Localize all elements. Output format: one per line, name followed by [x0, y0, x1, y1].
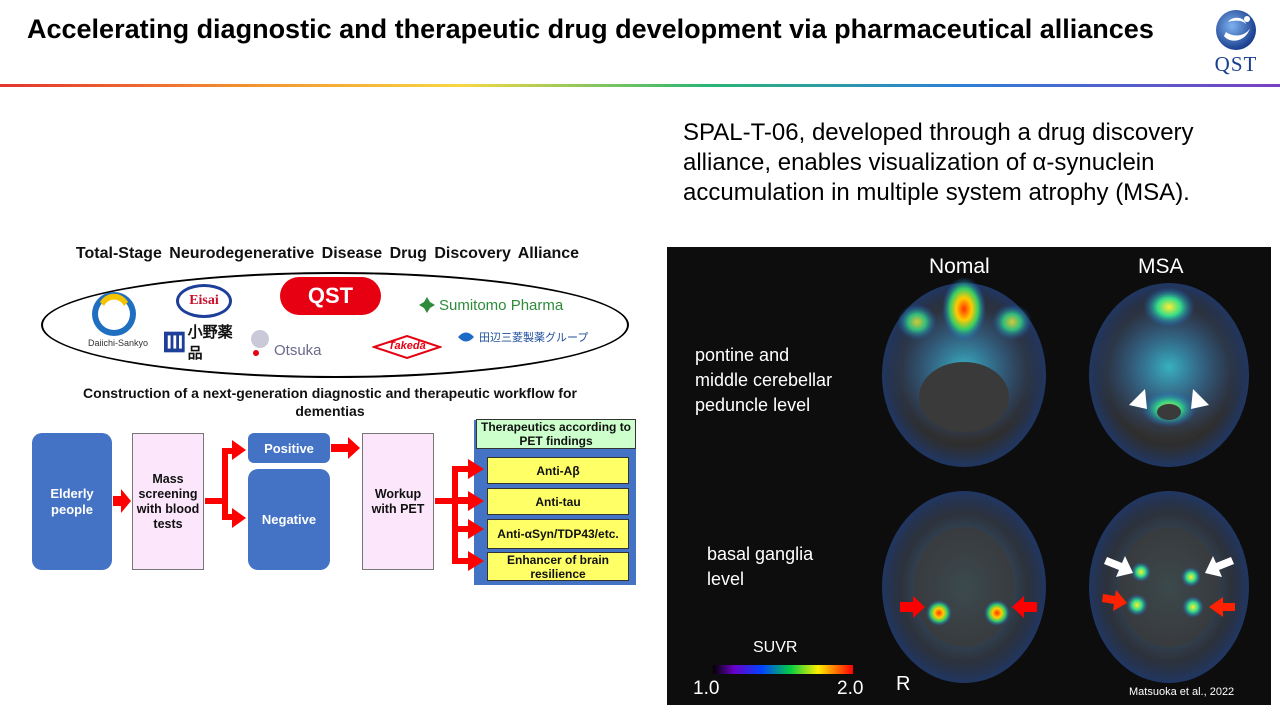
- orientation-label: R: [896, 673, 911, 695]
- row-label-pontine: pontine and middle cerebellar peduncle l…: [695, 345, 833, 415]
- eisai-logo: Eisai: [176, 284, 232, 318]
- otsuka-mark-icon: [251, 330, 269, 356]
- therapeutics-header: Therapeutics according to PET findings: [476, 419, 636, 449]
- sumitomo-pharma-name: Sumitomo Pharma: [439, 296, 564, 314]
- therapy-label: Anti-tau: [535, 494, 581, 509]
- red-arrow-icon: [1012, 596, 1037, 618]
- qst-logo-text: QST: [1214, 52, 1258, 76]
- negative-box: Negative: [248, 469, 330, 570]
- mass-screening-label: Mass screening with blood tests: [136, 471, 200, 531]
- red-arrow-icon: [1209, 597, 1235, 617]
- description-text: SPAL-T-06, developed through a drug disc…: [683, 119, 1194, 206]
- elderly-people-box: Elderly people: [32, 433, 112, 570]
- therapy-brain-resilience: Enhancer of brain resilience: [487, 552, 629, 581]
- red-arrow-icon: [900, 596, 925, 618]
- arrow-right-icon: [113, 489, 131, 513]
- daiichi-sankyo-mark-icon: [92, 292, 136, 336]
- tanabe-mark-icon: [458, 332, 474, 342]
- therapeutics-header-label: Therapeutics according to PET findings: [480, 420, 632, 448]
- citation: Matsuoka et al., 2022: [1129, 686, 1235, 698]
- scale-min: 1.0: [693, 678, 720, 699]
- therapy-anti-asyn: Anti-αSyn/TDP43/etc.: [487, 519, 629, 549]
- qst-logo: QST: [1206, 8, 1266, 80]
- daiichi-sankyo-logo: Daiichi-Sankyo: [88, 290, 148, 352]
- pet-scan-msa-pontine: [1089, 283, 1249, 467]
- scale-title: SUVR: [753, 639, 798, 656]
- negative-label: Negative: [261, 512, 317, 527]
- takeda-name: Takeda: [388, 340, 426, 352]
- alliance-title: Total-Stage Neurodegenerative Disease Dr…: [75, 245, 580, 262]
- ono-logo: 小野薬品: [164, 324, 244, 362]
- daiichi-sankyo-name: Daiichi-Sankyo: [87, 338, 149, 348]
- takeda-mark-icon: [372, 335, 442, 359]
- row-label-basal-ganglia: basal ganglia level: [707, 544, 814, 589]
- suvr-color-scale: [713, 665, 853, 674]
- elderly-people-label: Elderly people: [50, 485, 94, 517]
- positive-box: Positive: [248, 433, 330, 463]
- mass-screening-box: Mass screening with blood tests: [132, 433, 204, 570]
- scale-max: 2.0: [837, 678, 864, 699]
- workup-pet-box: Workup with PET: [362, 433, 434, 570]
- pet-scan-normal-basal-ganglia: [882, 491, 1046, 683]
- alliance-ellipse: [41, 272, 629, 378]
- therapy-anti-tau: Anti-tau: [487, 488, 629, 515]
- therapy-label: Anti-Aβ: [536, 463, 580, 478]
- workflow-arrows: [113, 437, 484, 571]
- therapy-label: Enhancer of brain resilience: [506, 552, 610, 581]
- title-divider: [0, 84, 1280, 87]
- ono-mark-icon: [164, 331, 185, 353]
- therapy-anti-abeta: Anti-Aβ: [487, 457, 629, 484]
- eisai-name: Eisai: [189, 293, 219, 308]
- therapy-label: Anti-αSyn/TDP43/etc.: [497, 527, 619, 541]
- qst-logo-mark-icon: [1216, 10, 1256, 50]
- takeda-logo: Takeda: [372, 335, 442, 359]
- arrow-right-icon: [331, 437, 360, 459]
- workflow-title: Construction of a next-generation diagno…: [83, 385, 577, 419]
- positive-label: Positive: [264, 440, 314, 456]
- pet-scan-msa-basal-ganglia: [1089, 491, 1249, 683]
- sumitomo-pharma-logo: Sumitomo Pharma: [418, 295, 578, 315]
- otsuka-logo: Otsuka: [250, 328, 336, 362]
- qst-alliance-name: QST: [307, 283, 354, 308]
- qst-alliance-logo: QST: [280, 277, 381, 315]
- slide-title: Accelerating diagnostic and therapeutic …: [27, 14, 1154, 44]
- otsuka-name: Otsuka: [274, 342, 322, 359]
- white-arrowhead-icon: [1129, 389, 1147, 409]
- sumitomo-diamond-icon: [419, 297, 435, 313]
- tanabe-logo: 田辺三菱製薬グループ: [456, 328, 606, 346]
- pet-scan-normal-pontine: [882, 277, 1046, 467]
- column-label-normal: Nomal: [929, 255, 990, 278]
- red-arrow-icon: [1102, 590, 1127, 611]
- ono-name: 小野薬品: [187, 324, 233, 362]
- workup-pet-label: Workup with PET: [371, 486, 425, 516]
- white-arrow-icon: [1104, 556, 1133, 577]
- white-arrow-icon: [1205, 556, 1234, 577]
- pet-scans: [713, 277, 1249, 683]
- column-label-msa: MSA: [1138, 255, 1184, 278]
- fork-arrow-icon: [205, 440, 246, 528]
- pet-image-panel: Nomal MSA pontine and middle cerebellar …: [667, 247, 1271, 705]
- white-arrowhead-icon: [1191, 389, 1209, 409]
- fork-arrow-icon: [435, 459, 484, 571]
- tanabe-name: 田辺三菱製薬グループ: [479, 332, 589, 344]
